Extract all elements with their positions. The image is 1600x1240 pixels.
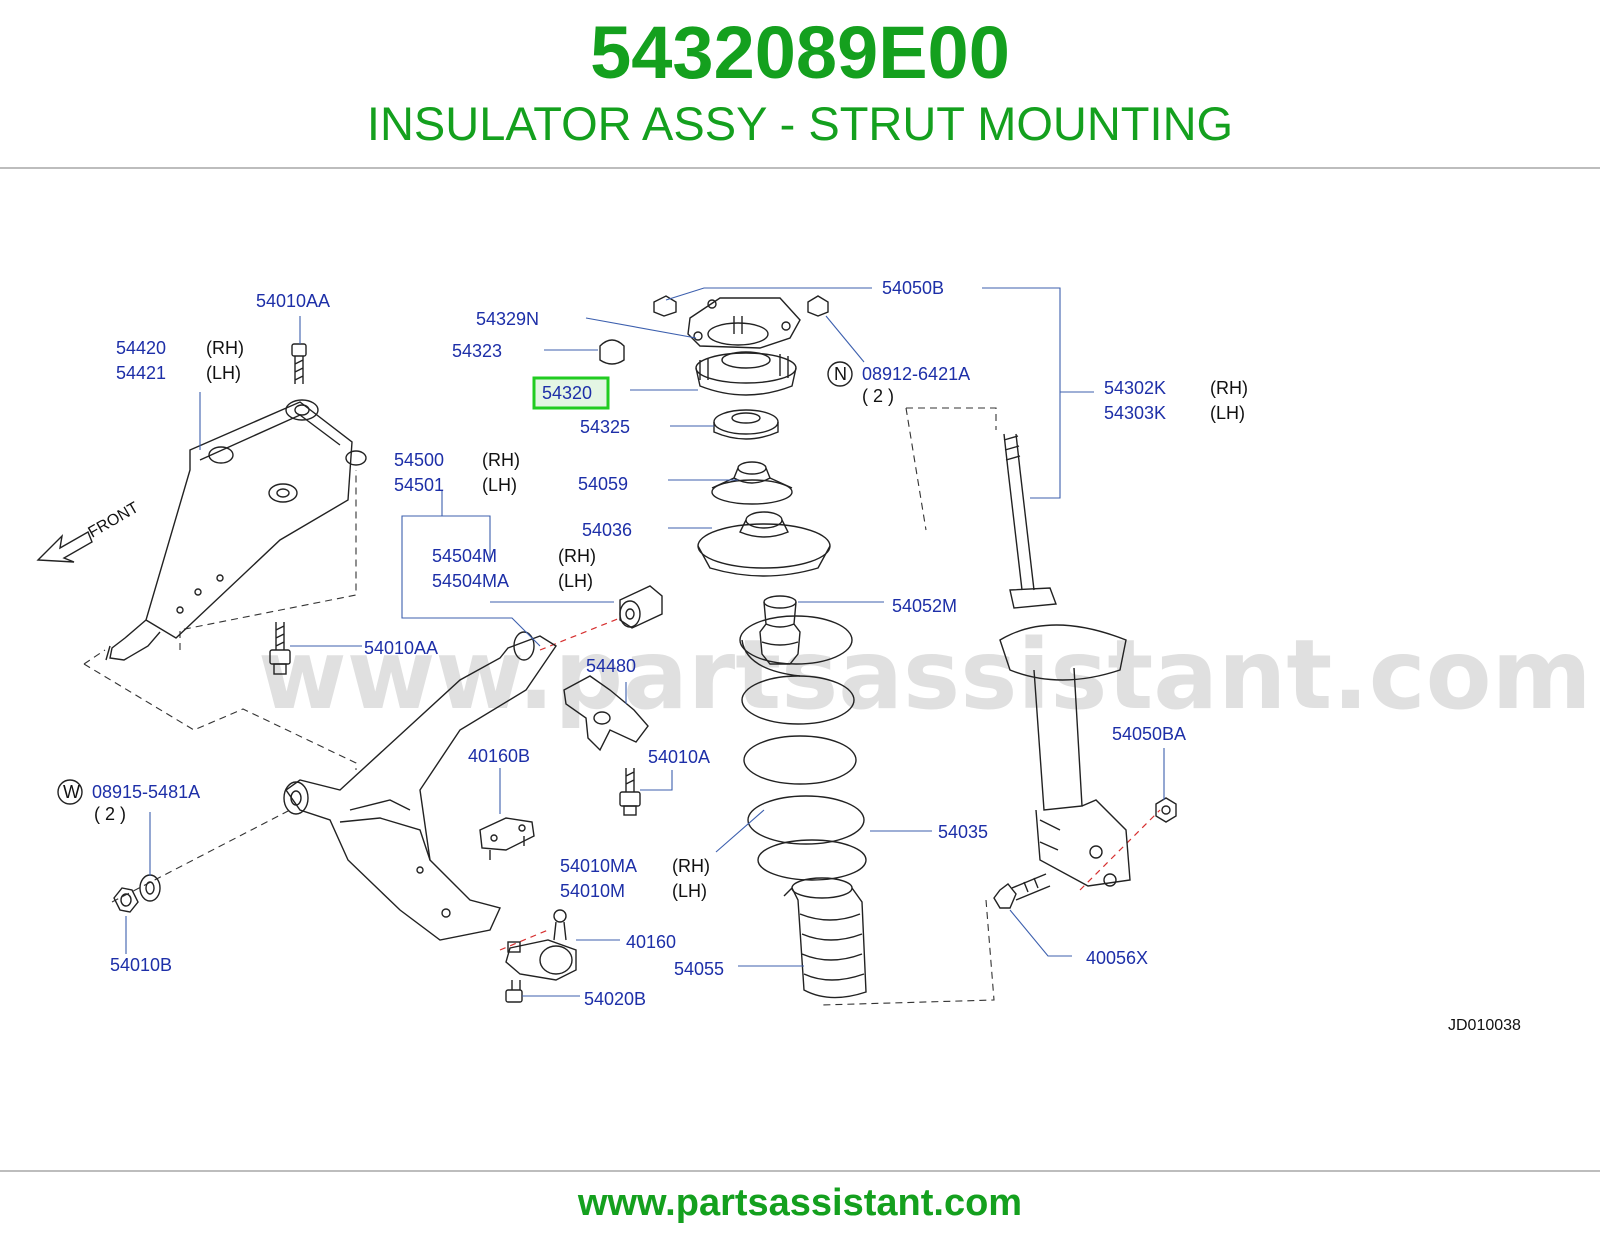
label-54035[interactable]: 54035 (938, 822, 988, 842)
label-54329N[interactable]: 54329N (476, 309, 539, 329)
label-54050B[interactable]: 54050B (882, 278, 944, 298)
footer-url[interactable]: www.partsassistant.com (577, 1182, 1023, 1224)
label-54504M[interactable]: 54504M (432, 546, 497, 566)
label-54010M[interactable]: 54010M (560, 881, 625, 901)
label-08912-qty: ( 2 ) (862, 386, 894, 406)
label-54302K-side: (RH) (1210, 378, 1248, 398)
label-54323[interactable]: 54323 (452, 341, 502, 361)
front-arrow-icon (36, 530, 93, 563)
diagram-code: JD010038 (1448, 1017, 1521, 1034)
parts-diagram: www.partsassistant.com FRONT (0, 170, 1600, 1170)
header-divider (0, 167, 1600, 169)
diagram-svg: www.partsassistant.com FRONT (36, 278, 1592, 1034)
label-54036[interactable]: 54036 (582, 520, 632, 540)
label-54325[interactable]: 54325 (580, 417, 630, 437)
bolt-top-drawing (291, 343, 307, 384)
label-54020B[interactable]: 54020B (584, 989, 646, 1009)
w-circle-icon (57, 779, 83, 805)
strut-dash-outline (906, 407, 997, 430)
strut-drawing (999, 433, 1131, 887)
label-54504MA[interactable]: 54504MA (432, 571, 509, 591)
label-54303K-side: (LH) (1210, 403, 1245, 423)
coil-spring-drawing (739, 615, 867, 881)
label-54010AA-mid[interactable]: 54010AA (364, 638, 438, 658)
watermark: www.partsassistant.com (258, 619, 1592, 731)
label-54500-side: (RH) (482, 450, 520, 470)
ball-joint-drawing (505, 909, 577, 1003)
dust-boot-drawing (783, 877, 867, 999)
bushing-drawing (619, 585, 663, 629)
label-54059[interactable]: 54059 (578, 474, 628, 494)
label-08915-qty: ( 2 ) (94, 804, 126, 824)
w-circle-label: W (63, 782, 80, 802)
label-54050BA[interactable]: 54050BA (1112, 724, 1186, 744)
n-circle-icon (827, 361, 853, 387)
clamp-drawing (563, 675, 649, 752)
label-54500[interactable]: 54500 (394, 450, 444, 470)
label-54010AA-top[interactable]: 54010AA (256, 291, 330, 311)
label-54504M-side: (RH) (558, 546, 596, 566)
bolt-40056X-drawing (993, 873, 1051, 909)
footer-divider (0, 1170, 1600, 1172)
crossmember-dash-outline (83, 663, 357, 770)
washer-nut-drawing (113, 874, 161, 913)
nut-54050BA-drawing (1155, 797, 1177, 823)
label-08915-5481A[interactable]: 08915-5481A (92, 782, 200, 802)
label-54501-side: (LH) (482, 475, 517, 495)
label-40160B[interactable]: 40160B (468, 746, 530, 766)
highlight-box-54320 (532, 376, 610, 410)
label-54420-side: (RH) (206, 338, 244, 358)
label-54504MA-side: (LH) (558, 571, 593, 591)
label-54302K[interactable]: 54302K (1104, 378, 1166, 398)
label-08912-6421A[interactable]: 08912-6421A (862, 364, 970, 384)
header: 5432089E00 INSULATOR ASSY - STRUT MOUNTI… (0, 0, 1600, 170)
label-54010MA-side: (RH) (672, 856, 710, 876)
label-54010A[interactable]: 54010A (648, 747, 710, 767)
front-label: FRONT (86, 499, 142, 541)
label-54052M[interactable]: 54052M (892, 596, 957, 616)
strut-mount-drawing (599, 295, 831, 577)
label-54501[interactable]: 54501 (394, 475, 444, 495)
label-54420[interactable]: 54420 (116, 338, 166, 358)
label-54055[interactable]: 54055 (674, 959, 724, 979)
label-40160[interactable]: 40160 (626, 932, 676, 952)
ball-joint-bracket-drawing (479, 817, 535, 860)
label-54421[interactable]: 54421 (116, 363, 166, 383)
label-54421-side: (LH) (206, 363, 241, 383)
label-54320[interactable]: 54320 (542, 383, 592, 403)
bolt-54010A-drawing (619, 768, 641, 816)
label-54303K[interactable]: 54303K (1104, 403, 1166, 423)
bump-stopper-drawing (759, 595, 801, 665)
lower-arm-drawing (283, 631, 557, 941)
crossmember-drawing (105, 399, 367, 661)
label-54010MA[interactable]: 54010MA (560, 856, 637, 876)
n-circle-label: N (834, 364, 847, 384)
part-description: INSULATOR ASSY - STRUT MOUNTING (366, 97, 1234, 150)
label-40056X[interactable]: 40056X (1086, 948, 1148, 968)
bolt-mid-drawing (269, 622, 291, 675)
part-number: 5432089E00 (590, 11, 1010, 94)
label-54010B[interactable]: 54010B (110, 955, 172, 975)
label-54010M-side: (LH) (672, 881, 707, 901)
label-54480[interactable]: 54480 (586, 656, 636, 676)
